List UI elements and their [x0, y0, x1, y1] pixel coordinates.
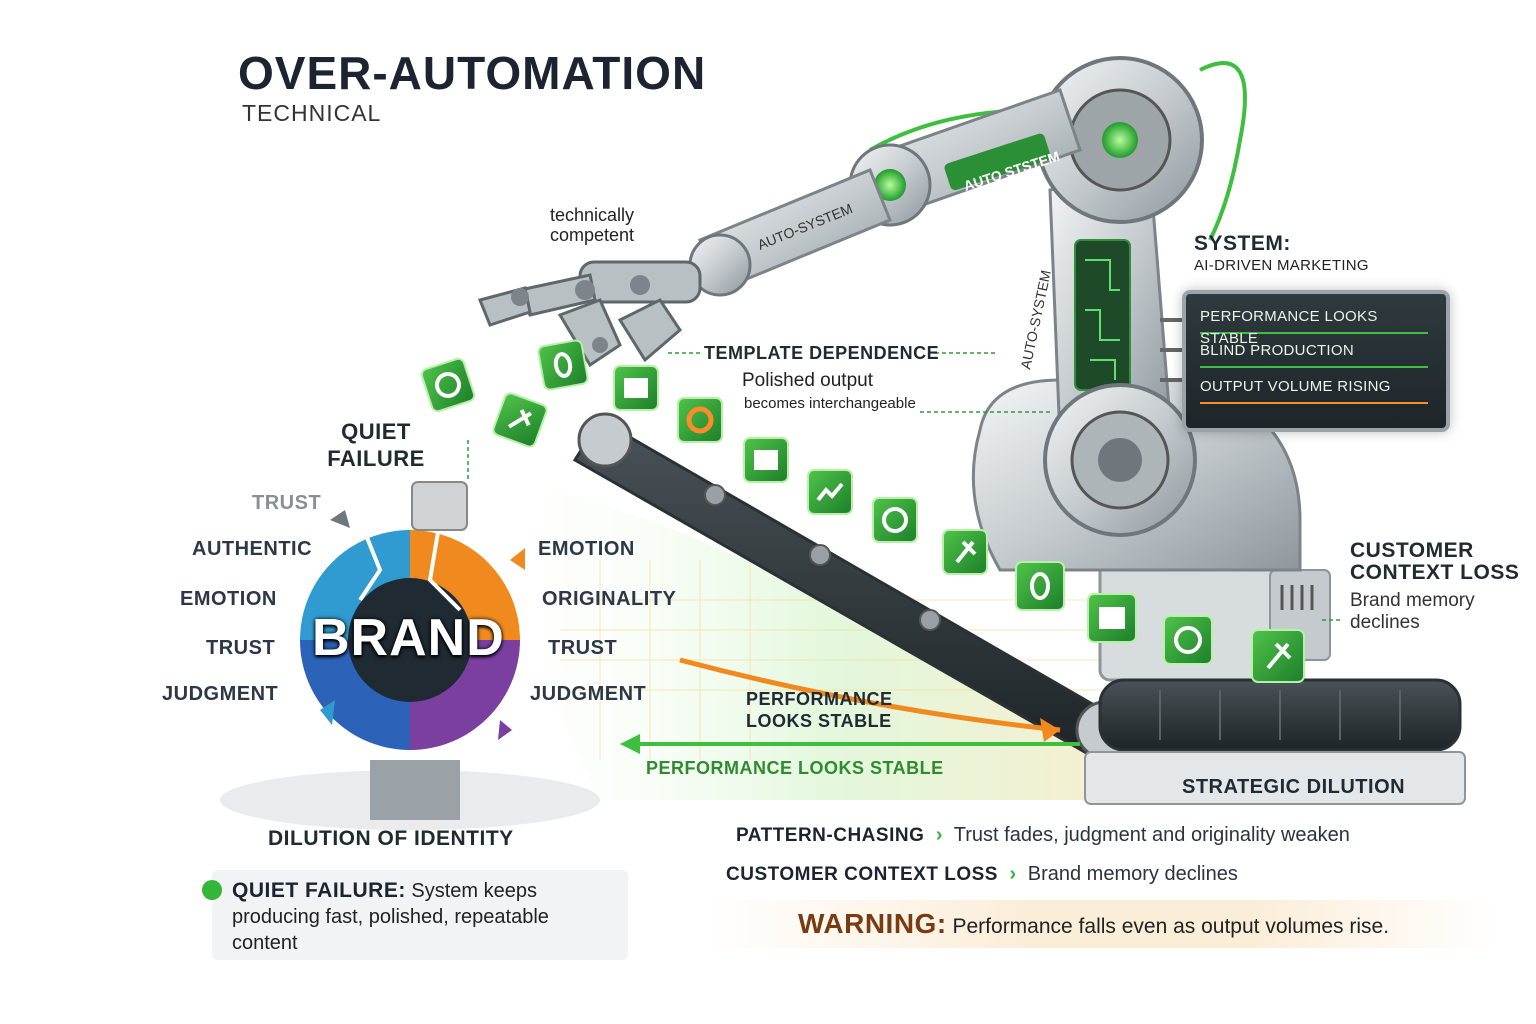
brand-value-left-3: EMOTION	[180, 588, 277, 610]
performance-stable-arrow-label: PERFORMANCE LOOKS STABLE	[646, 758, 944, 778]
brand-value-left-1: TRUST	[252, 492, 322, 514]
warning-label: WARNING:	[798, 908, 947, 939]
brand-value-left-5: JUDGMENT	[162, 683, 279, 705]
brand-value-right-1: EMOTION	[538, 538, 635, 560]
brand-emblem	[220, 481, 600, 830]
polished-output-label: Polished output	[742, 370, 873, 391]
status-dot-icon	[202, 880, 222, 900]
performance-stable-label: PERFORMANCE LOOKS STABLE	[746, 688, 893, 732]
quiet-failure-text: QUIET FAILURE: System keeps producing fa…	[232, 878, 622, 956]
arm-label-3: AUTO-SYSTEM	[1017, 269, 1054, 371]
warning-banner	[706, 900, 1496, 948]
strategic-dilution-label: STRATEGIC DILUTION	[1182, 776, 1406, 798]
ps-line-1: PERFORMANCE	[746, 689, 893, 709]
pattern-text: Trust fades, judgment and originality we…	[953, 824, 1350, 846]
brand-value-right-3: TRUST	[548, 637, 618, 659]
quiet-line-2: FAILURE	[327, 446, 425, 471]
status-row-performance: PERFORMANCE LOOKS STABLE	[1200, 306, 1428, 347]
content-tiles	[420, 339, 1305, 683]
quiet-failure-box: QUIET FAILURE: System keeps producing fa…	[202, 870, 628, 960]
page-title: OVER-AUTOMATION	[238, 47, 707, 99]
status-row-output: OUTPUT VOLUME RISING	[1200, 376, 1428, 404]
qf-text-3: content	[232, 932, 298, 954]
brand-memory-label: Brand memory declines	[1350, 590, 1475, 634]
pattern-chasing-row: PATTERN-CHASING › Trust fades, judgment …	[736, 824, 1350, 847]
ccl-line-2: CONTEXT LOSS	[1350, 561, 1520, 584]
system-subtitle: AI-DRIVEN MARKETING	[1194, 257, 1369, 274]
status-panel: PERFORMANCE LOOKS STABLE BLIND PRODUCTIO…	[1182, 290, 1450, 432]
technically-line-2: competent	[550, 225, 635, 245]
system-title: SYSTEM:	[1194, 232, 1291, 255]
status-row-blind: BLIND PRODUCTION	[1200, 340, 1428, 368]
brand-value-left-2: AUTHENTIC	[192, 538, 313, 560]
quiet-failure-callout: QUIET FAILURE	[326, 418, 426, 472]
bm-line-2: declines	[1350, 612, 1420, 633]
chevron-right-icon: ›	[935, 824, 943, 846]
ps-line-2: LOOKS STABLE	[746, 711, 892, 731]
quiet-failure-heading: QUIET FAILURE:	[232, 879, 406, 902]
dilution-of-identity-label: DILUTION OF IDENTITY	[268, 827, 514, 850]
context-label: CUSTOMER CONTEXT LOSS	[726, 864, 998, 885]
qf-text-1: System keeps	[411, 880, 538, 902]
context-text: Brand memory declines	[1027, 863, 1238, 885]
warning-text-row: WARNING: Performance falls even as outpu…	[798, 908, 1389, 940]
quiet-line-1: QUIET	[341, 419, 411, 444]
brand-text: BRAND	[312, 609, 505, 667]
page-subtitle: TECHNICAL	[242, 100, 382, 126]
brand-value-left-4: TRUST	[206, 637, 276, 659]
brand-value-right-4: JUDGMENT	[530, 683, 647, 705]
template-dependence-label: TEMPLATE DEPENDENCE	[704, 343, 940, 363]
brand-value-right-2: ORIGINALITY	[542, 588, 677, 610]
customer-context-loss-label: CUSTOMER CONTEXT LOSS	[1350, 540, 1519, 584]
customer-context-row: CUSTOMER CONTEXT LOSS › Brand memory dec…	[726, 863, 1238, 886]
ccl-line-1: CUSTOMER	[1350, 539, 1474, 562]
pattern-label: PATTERN-CHASING	[736, 825, 925, 846]
qf-text-2: producing fast, polished, repeatable	[232, 906, 549, 928]
chevron-right-icon: ›	[1009, 863, 1017, 885]
technically-competent-label: technically competent	[550, 205, 634, 245]
bm-line-1: Brand memory	[1350, 590, 1475, 611]
technically-line-1: technically	[550, 205, 635, 225]
interchangeable-label: becomes interchangeable	[744, 395, 916, 412]
warning-text: Performance falls even as output volumes…	[952, 915, 1390, 938]
